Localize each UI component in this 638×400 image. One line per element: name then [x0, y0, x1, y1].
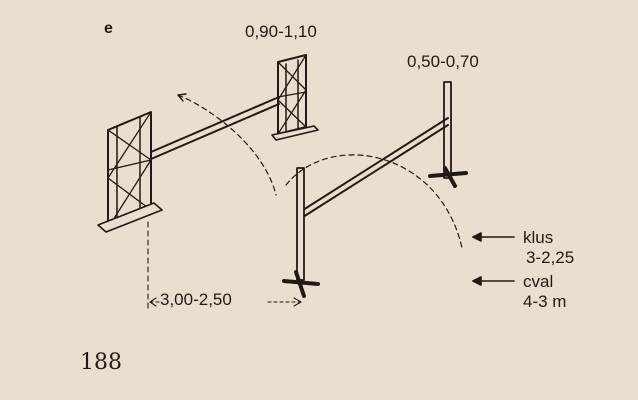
- distance-dimension: [147, 221, 302, 309]
- trot-distance-label: 3-2,25: [526, 248, 575, 267]
- canter-arrow: [472, 276, 515, 286]
- figure-letter: e: [104, 20, 113, 37]
- canter-distance-label: 4-3 m: [523, 292, 567, 311]
- jump-trajectory-arcs: [177, 94, 463, 249]
- trajectory-arrowhead: [177, 93, 187, 102]
- distance-between-label: 3,00-2,50: [160, 290, 232, 309]
- left-wing-standard: [97, 111, 163, 233]
- low-jump-left-post: [282, 167, 320, 298]
- low-jump-right-post: [428, 81, 468, 188]
- low-jump-height-label: 0,50-0,70: [407, 52, 479, 71]
- trot-arrow: [472, 232, 515, 242]
- high-jump-rail: [150, 96, 280, 160]
- high-jump-height-label: 0,90-1,10: [245, 22, 317, 41]
- trot-label: klus: [523, 228, 554, 247]
- page-number: 188: [80, 350, 122, 375]
- right-wing-standard: [271, 54, 319, 141]
- canter-label: cval: [523, 272, 554, 291]
- low-jump-rail: [302, 117, 449, 218]
